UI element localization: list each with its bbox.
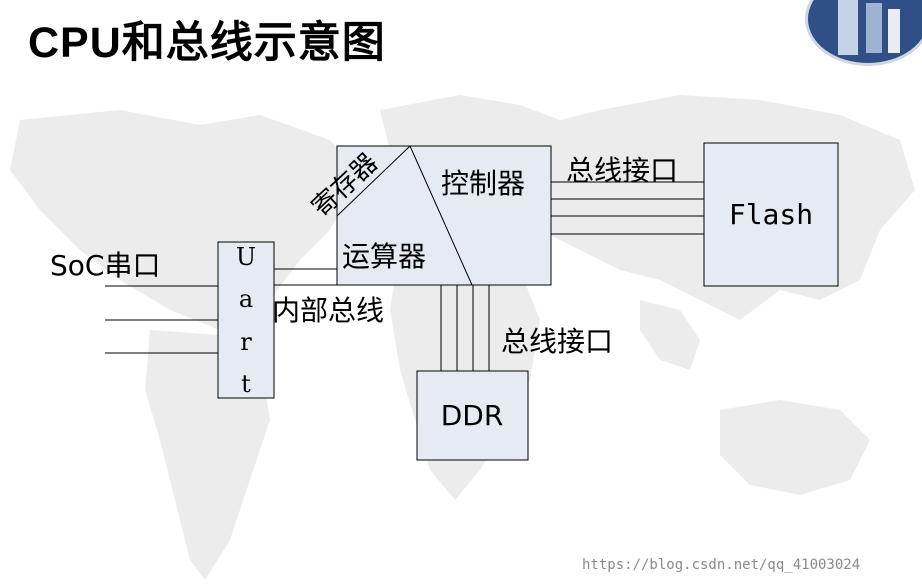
page-title: CPU和总线示意图 [28, 19, 386, 67]
soc-serial-lines [105, 285, 218, 354]
uart-letter-a: a [239, 285, 253, 313]
alu-label: 运算器 [342, 240, 426, 273]
register-divider [336, 145, 411, 217]
uart-letter-r: r [240, 328, 252, 356]
ddr-label: DDR [441, 399, 504, 432]
flash-box [703, 142, 839, 287]
soc-port-label: SoC串口 [50, 249, 160, 282]
bus-interface-top-label: 总线接口 [566, 154, 678, 187]
ddr-box [416, 370, 529, 461]
uart-letter-t: t [241, 370, 251, 398]
flash-bus-lines [551, 181, 704, 235]
internal-bus-label: 内部总线 [272, 294, 384, 327]
cpu-box [336, 145, 552, 286]
uart-letter-u: U [236, 243, 256, 271]
internal-bus-lines [274, 268, 337, 286]
flash-label: Flash [729, 198, 813, 231]
bus-interface-bottom-label: 总线接口 [501, 325, 613, 358]
source-watermark: https://blog.csdn.net/qq_41003024 [582, 557, 861, 573]
ddr-bus-lines [440, 285, 490, 371]
alu-divider [409, 145, 473, 286]
uart-box [217, 241, 275, 399]
controller-label: 控制器 [441, 167, 525, 200]
